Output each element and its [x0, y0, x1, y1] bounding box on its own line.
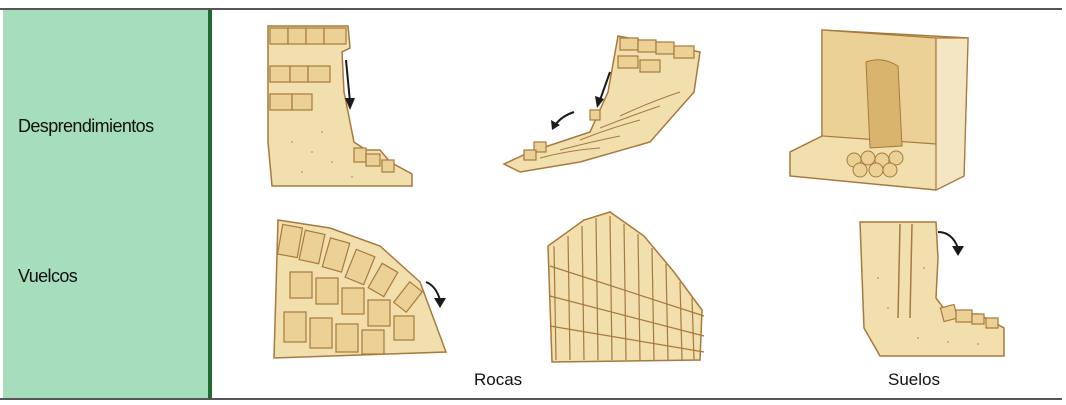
category-label-rocas: Rocas — [474, 370, 522, 390]
rock-fall-slope-illustration — [500, 32, 705, 182]
row-label-vuelcos: Vuelcos — [18, 266, 77, 287]
row-label-desprendimientos: Desprendimientos — [18, 116, 153, 137]
rock-topple-illustration — [270, 212, 450, 362]
row-header-panel — [3, 10, 212, 398]
category-label-suelos: Suelos — [888, 370, 940, 390]
rock-column-topple-illustration — [544, 206, 706, 362]
bottom-rule — [0, 398, 1062, 400]
soil-topple-illustration — [858, 218, 1010, 358]
soil-fall-block-illustration — [786, 26, 974, 192]
rock-fall-cliff-illustration — [262, 22, 422, 187]
